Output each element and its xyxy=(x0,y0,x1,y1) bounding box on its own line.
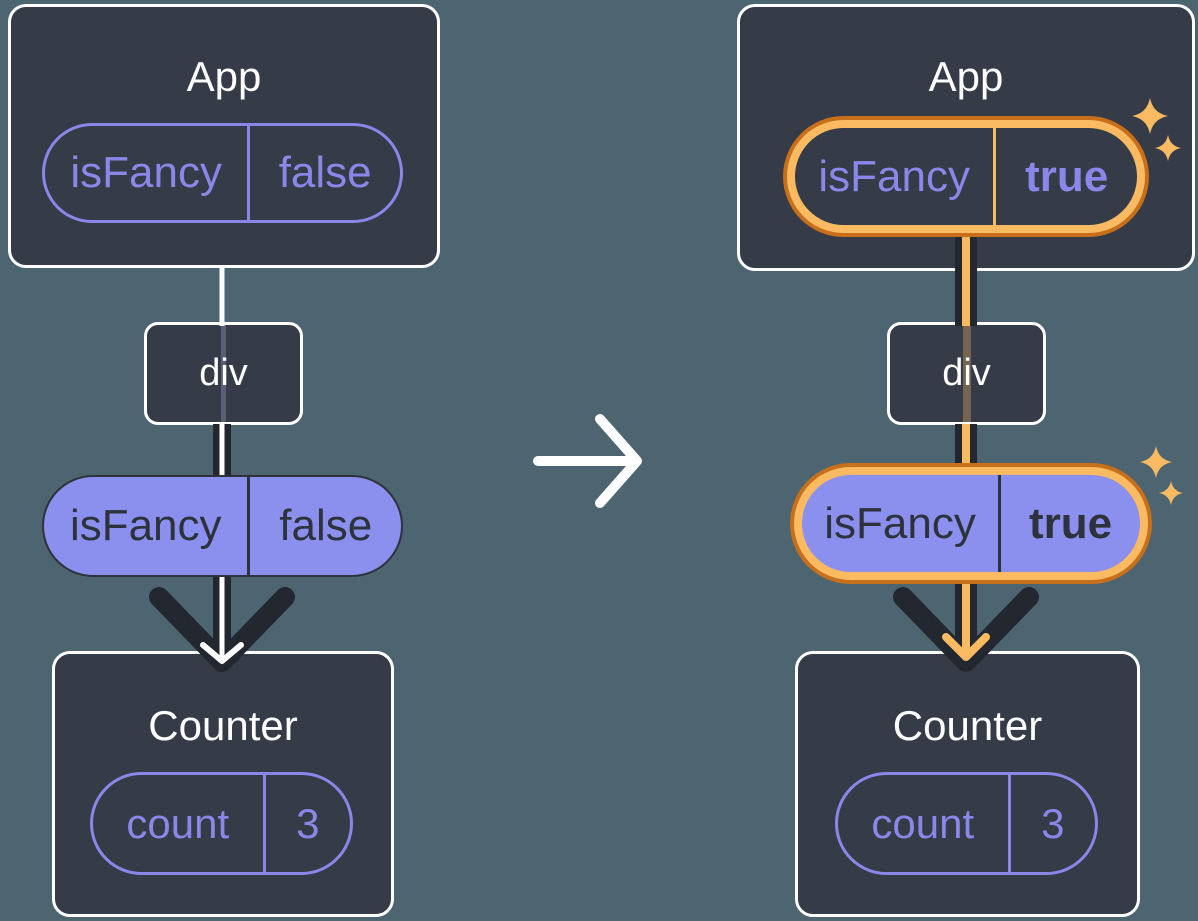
right-div-node: div xyxy=(887,322,1046,425)
pill-divider xyxy=(262,775,266,872)
pill-divider xyxy=(998,475,1002,572)
pill-divider xyxy=(247,477,251,575)
state-value-label: 3 xyxy=(296,799,320,847)
sparkles-icon xyxy=(1140,446,1183,505)
prop-name-label: isFancy xyxy=(69,501,222,550)
left-prop-pill: isFancy false xyxy=(42,475,403,577)
left-div-node: div xyxy=(144,322,303,425)
sparkles-icon xyxy=(1132,98,1181,161)
state-value-label: false xyxy=(278,148,372,197)
state-name-label: count xyxy=(871,799,975,847)
left-app-state-pill: isFancy false xyxy=(42,123,403,223)
pill-divider xyxy=(993,128,997,225)
right-counter-title: Counter xyxy=(892,702,1043,749)
left-flow-arrow xyxy=(149,574,295,672)
pill-divider xyxy=(247,126,251,220)
right-counter-state-pill: count 3 xyxy=(835,772,1098,875)
right-div-label: div xyxy=(942,352,991,394)
state-value-label: 3 xyxy=(1041,799,1065,847)
right-div-thru-line xyxy=(962,325,971,422)
state-name-label: isFancy xyxy=(70,148,222,197)
right-app-title: App xyxy=(928,53,1004,100)
left-div-thru-line xyxy=(221,325,226,422)
left-div-label: div xyxy=(199,352,248,394)
left-app-title: App xyxy=(186,53,262,100)
prop-value-label: true xyxy=(1028,498,1113,548)
pill-divider xyxy=(1007,775,1011,872)
left-counter-state-pill: count 3 xyxy=(90,772,353,875)
prop-name-label: isFancy xyxy=(824,498,976,548)
prop-value-label: false xyxy=(279,501,373,550)
right-flow-arrow xyxy=(893,580,1039,672)
right-prop-pill: isFancy true xyxy=(794,467,1148,580)
state-value-label: true xyxy=(1025,151,1109,201)
state-name-label: isFancy xyxy=(818,151,970,201)
right-app-state-pill: isFancy true xyxy=(787,120,1145,233)
transition-arrow-icon xyxy=(533,414,642,508)
left-counter-title: Counter xyxy=(148,702,298,749)
state-name-label: count xyxy=(126,799,230,847)
